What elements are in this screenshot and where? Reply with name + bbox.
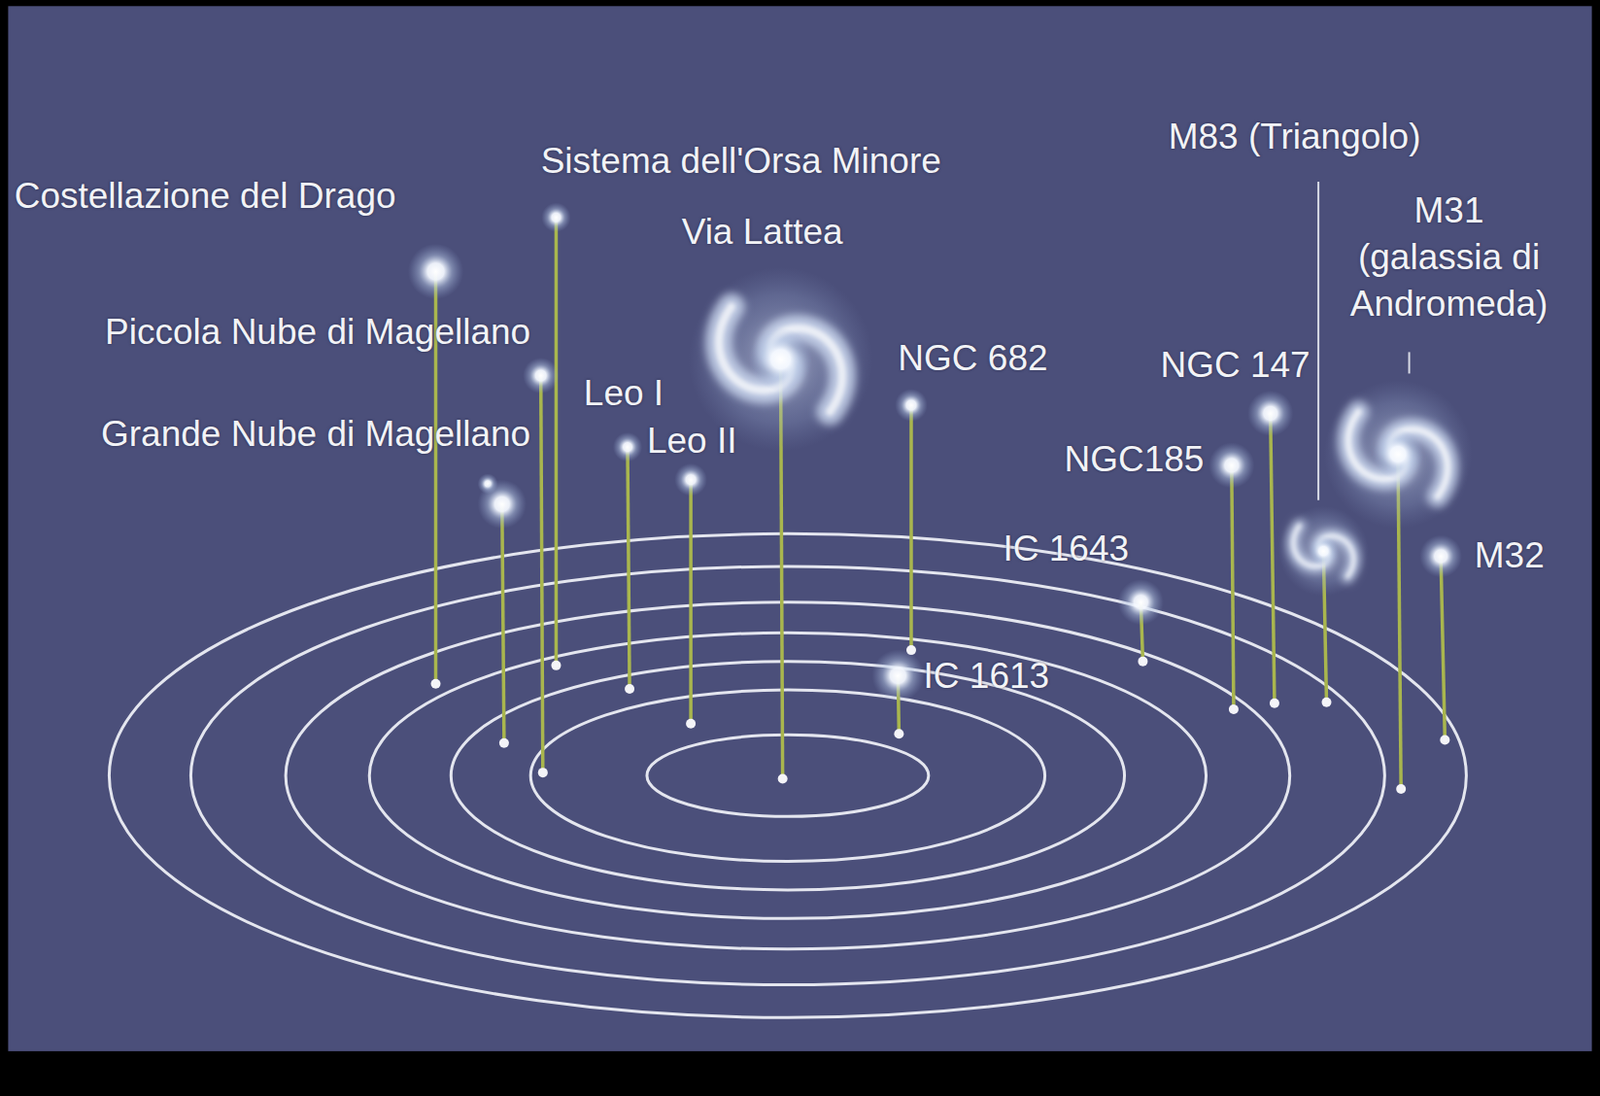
galaxy-label: Costellazione del Drago	[14, 175, 397, 218]
galaxy-glow	[541, 203, 571, 233]
position-stem	[627, 446, 630, 689]
galaxy-core	[748, 327, 813, 391]
position-stem	[554, 217, 559, 666]
base-dot	[624, 683, 635, 694]
base-dot	[1439, 735, 1450, 746]
base-dot	[778, 773, 788, 783]
galaxy-label: M32	[1474, 535, 1545, 578]
galaxy-glow	[408, 243, 464, 300]
galaxy-label: Piccola Nube di Magellano	[104, 311, 531, 354]
galaxy-glow	[1208, 442, 1255, 488]
base-dot	[1137, 656, 1148, 667]
base-dot	[1395, 783, 1406, 794]
base-dot	[499, 738, 510, 749]
galaxy-glow	[612, 432, 643, 462]
distance-ring	[108, 533, 1466, 1018]
galaxy-core	[1372, 428, 1425, 480]
galaxy-core	[1307, 535, 1339, 567]
position-stem	[1270, 412, 1275, 703]
base-dot	[1269, 698, 1280, 709]
distance-ring	[190, 566, 1385, 986]
leader-line	[1317, 181, 1320, 501]
galaxy-label: NGC 682	[897, 338, 1048, 380]
base-dot	[893, 728, 904, 739]
leader-line	[1408, 351, 1411, 374]
galaxy-label: M31 (galassia di Andromeda)	[1344, 187, 1554, 328]
galaxies	[408, 203, 1472, 703]
galaxy-glow	[894, 388, 928, 422]
base-dot	[685, 718, 696, 729]
position-stem	[688, 479, 693, 724]
galaxy-glow	[477, 479, 527, 529]
distance-rings	[108, 533, 1466, 1018]
background-panel	[7, 5, 1592, 1052]
galaxy-glow	[871, 648, 924, 702]
distance-ring	[369, 632, 1206, 919]
galaxy-label: Leo II	[646, 420, 738, 463]
galaxy-label: M83 (Triangolo)	[1168, 116, 1422, 159]
galaxy-label: IC 1613	[923, 655, 1051, 698]
position-stem	[909, 405, 914, 650]
distance-ring	[646, 734, 929, 817]
galaxy-label: Via Lattea	[681, 211, 844, 254]
galaxy-glow	[522, 357, 559, 394]
galaxy-label: IC 1643	[1003, 528, 1130, 571]
galaxy-halo	[1324, 379, 1473, 529]
galaxy-label: NGC185	[1063, 439, 1204, 481]
galaxy-glow	[1419, 535, 1463, 579]
position-stem	[1231, 465, 1234, 710]
position-stem	[502, 504, 505, 744]
galaxy-label: Sistema dell'Orsa Minore	[541, 140, 942, 183]
base-dot	[538, 767, 548, 778]
position-stem	[1440, 555, 1445, 740]
galaxy-label: Grande Nube di Magellano	[101, 413, 531, 456]
galaxy-label: NGC 147	[1159, 344, 1310, 387]
galaxy-glow	[1118, 578, 1164, 625]
position-stem	[541, 375, 544, 774]
base-dot	[1321, 697, 1331, 708]
galaxy-halo	[1278, 506, 1368, 596]
base-dot	[431, 679, 442, 689]
distance-ring	[530, 689, 1045, 861]
galaxy-label: Leo I	[583, 373, 664, 415]
stems	[431, 217, 1451, 794]
galaxy-glow	[1247, 390, 1294, 437]
galaxy-glow	[674, 463, 708, 497]
base-dot	[1228, 704, 1239, 715]
base-dot	[550, 660, 561, 671]
